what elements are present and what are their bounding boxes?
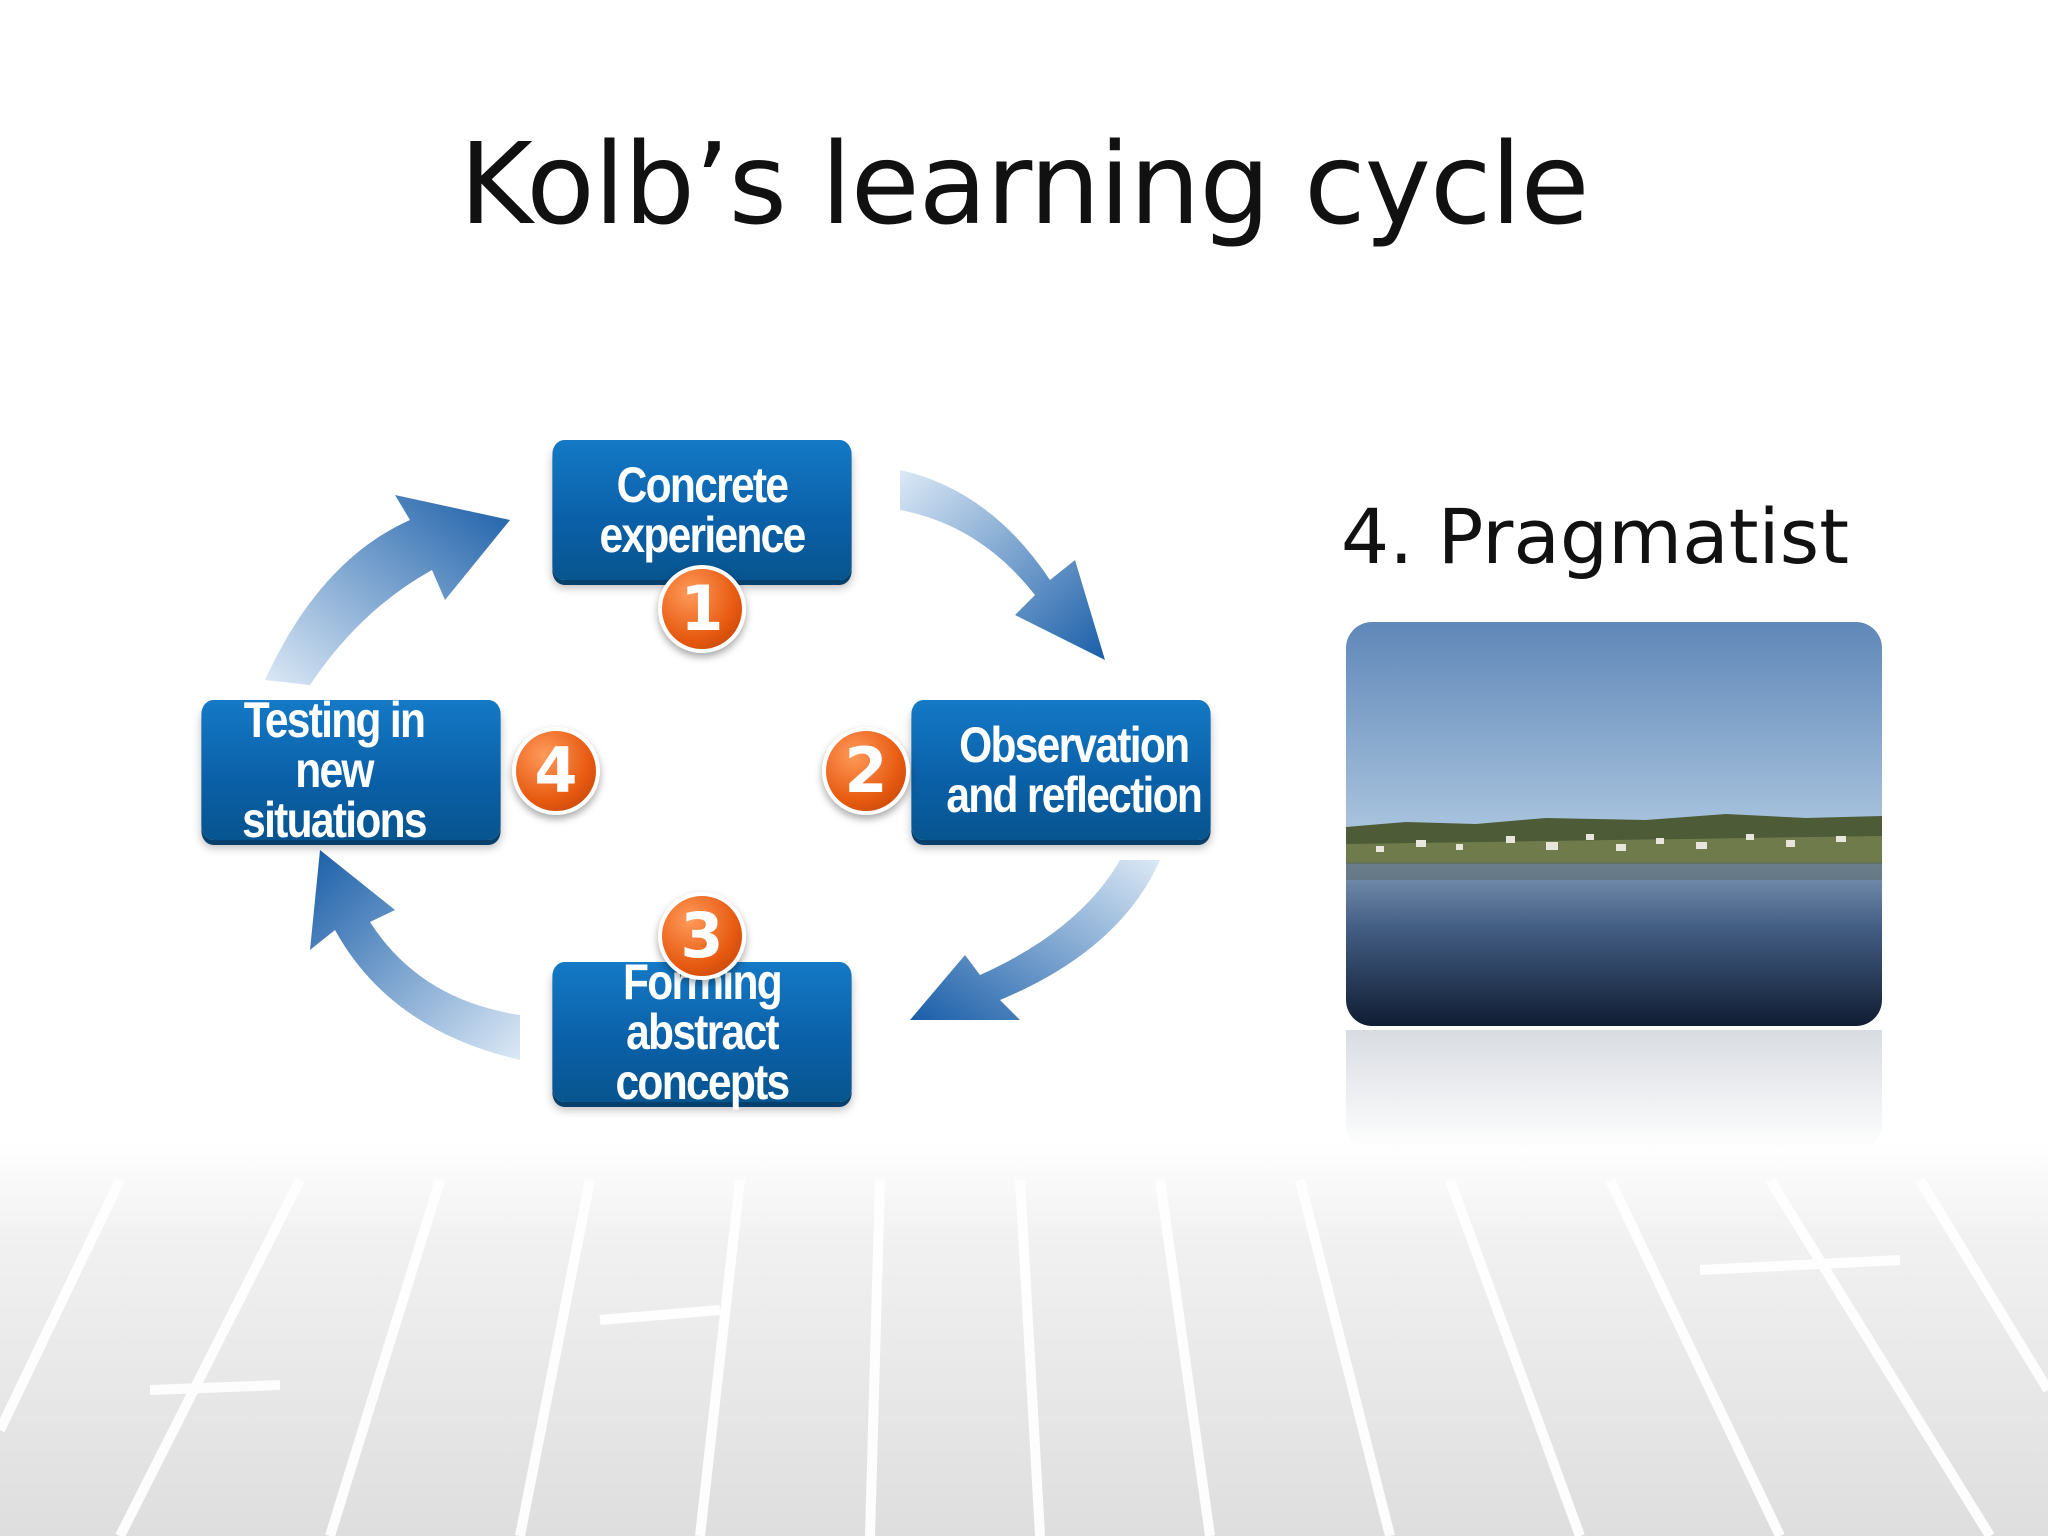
stage-observation-reflection: Observation and reflection (911, 700, 1211, 840)
stage-2-badge: 2 (822, 727, 910, 815)
cycle-arrows (265, 470, 1160, 1060)
wood-floor-background (0, 1140, 2048, 1536)
arrow-3-to-4 (310, 850, 520, 1060)
stage-forming-abstract-concepts: Forming abstract concepts (552, 957, 852, 1107)
stage-2-label: Observation and reflection (946, 717, 1203, 823)
slide-title: Kolb’s learning cycle (459, 120, 1589, 250)
arrow-2-to-3 (910, 860, 1160, 1020)
stage-4-label: Testing in new situations (242, 692, 427, 848)
stage-1-badge: 1 (658, 565, 746, 653)
arrow-4-to-1 (265, 495, 510, 685)
lake-photo-reflection (1346, 1030, 1882, 1150)
lake-photo-image (1346, 622, 1882, 1026)
stage-4-badge: 4 (512, 727, 600, 815)
arrow-1-to-2 (900, 470, 1105, 660)
pragmatist-label: 4. Pragmatist (1340, 492, 1850, 581)
kolb-cycle-diagram: Concrete experience 1 Observation and re… (170, 430, 1250, 1110)
stage-3-label: Forming abstract concepts (615, 954, 790, 1110)
stage-testing-new-situations: Testing in new situations (201, 695, 501, 845)
stage-concrete-experience: Concrete experience (552, 440, 852, 580)
stage-1-label: Concrete experience (599, 457, 806, 563)
lake-photo (1346, 622, 1882, 1026)
stage-3-badge: 3 (658, 892, 746, 980)
